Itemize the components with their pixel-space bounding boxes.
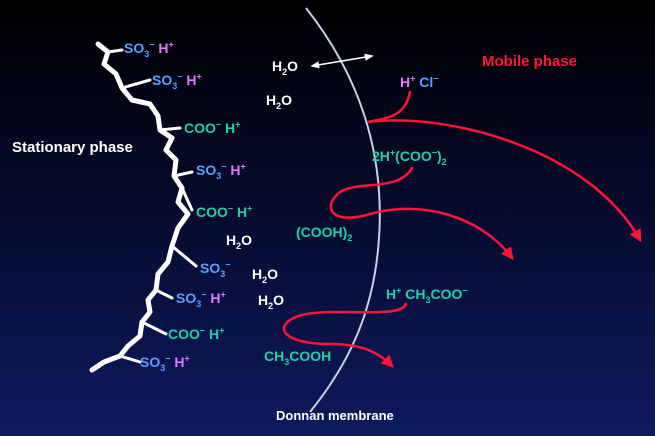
side-chains	[106, 48, 198, 364]
group-sulfonate-4: SO3−	[200, 259, 231, 279]
species-oxalic-acid: (COOH)2	[296, 224, 353, 243]
group-sulfonate-1: SO3− H+	[124, 39, 174, 59]
water-3: H2O	[226, 232, 253, 251]
water-5: H2O	[258, 292, 285, 311]
polymer-backbone	[89, 41, 191, 373]
group-sulfonate-5: SO3− H+	[176, 289, 226, 309]
oxalate-flow-arrow	[329, 166, 514, 261]
water-1: H2O	[272, 58, 299, 77]
group-sulfonate-3: SO3− H+	[196, 161, 246, 181]
species-acetate: H+ CH3COO−	[386, 285, 468, 305]
group-carboxylate-1: COO− H+	[184, 119, 241, 136]
group-carboxylate-2: COO− H+	[196, 203, 253, 220]
group-sulfonate-2: SO3− H+	[152, 71, 202, 91]
species-oxalate: 2H+(COO−)2	[372, 147, 447, 167]
water-exchange-arrow	[310, 53, 374, 69]
hcl-flow-arrow	[367, 90, 642, 243]
mobile-phase-label: Mobile phase	[482, 53, 578, 70]
group-carboxylate-3: COO− H+	[168, 325, 225, 342]
donnan-membrane-label: Donnan membrane	[276, 408, 394, 423]
acetate-flow-arrow	[282, 302, 408, 368]
water-4: H2O	[252, 266, 279, 285]
ion-flow-arrows	[282, 90, 642, 368]
species-hcl: H+ Cl−	[400, 73, 439, 90]
water-2: H2O	[266, 92, 293, 111]
group-sulfonate-6: SO3− H+	[140, 353, 190, 373]
stationary-phase-label: Stationary phase	[12, 139, 133, 156]
species-acetic-acid: CH3COOH	[264, 348, 332, 367]
